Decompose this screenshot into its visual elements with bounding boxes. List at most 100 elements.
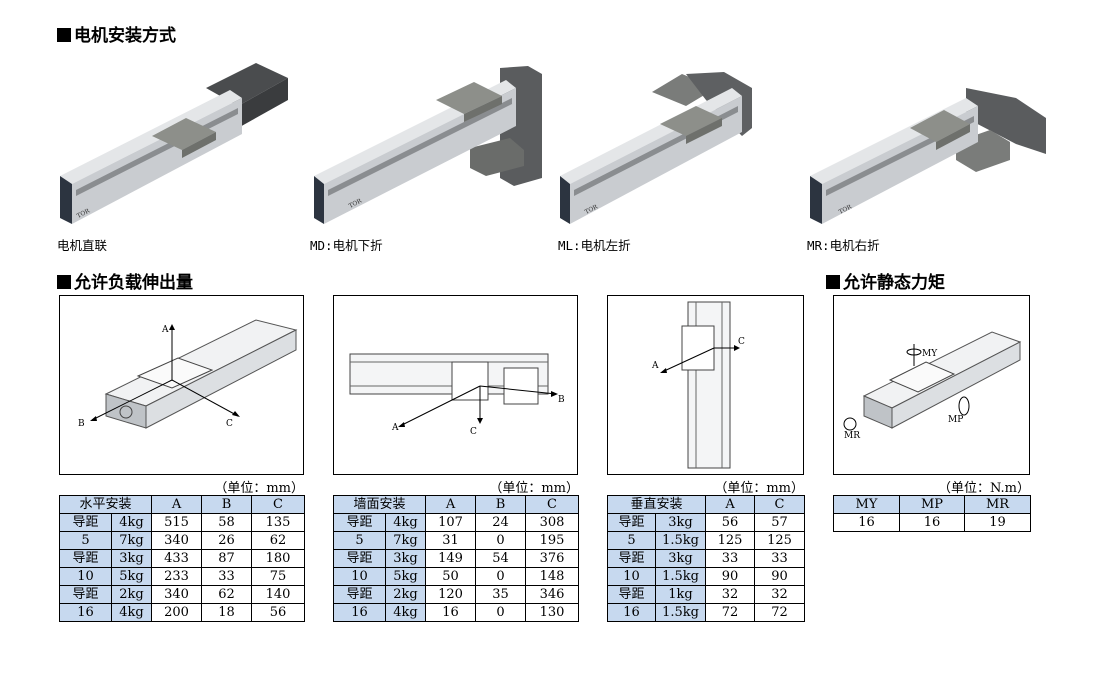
table-cell: 340 [151,585,203,604]
svg-text:C: C [738,337,745,347]
table-cell: 24 [475,513,527,532]
table-cell: 346 [525,585,580,604]
table-cell: 135 [251,513,306,532]
table-cell: 130 [525,603,580,622]
table-cell: 200 [151,603,203,622]
lead-label: 导距 [607,549,656,568]
lead-value: 16 [333,603,386,622]
table-header-cell: A [151,495,203,514]
table-header-cell: C [251,495,306,514]
load-cell: 1.5kg [654,531,707,550]
svg-text:A: A [651,361,659,371]
svg-text:B: B [78,419,85,429]
svg-text:MR: MR [844,431,860,441]
square-bullet-icon [826,275,840,289]
svg-text:MP: MP [948,415,963,425]
table-cell: 32 [754,585,806,604]
table-cell: 16 [425,603,477,622]
moment-diagram: MY MP MR [843,331,1022,441]
wall-mount-figure: A C B [333,295,578,475]
load-cell: 1kg [654,585,707,604]
lead-label: 导距 [59,513,112,532]
unit-label-horizontal: （单位：mm） [214,481,304,496]
svg-text:B: B [558,395,565,405]
lead-label: 导距 [59,549,112,568]
table-header-cell: B [475,495,527,514]
square-bullet-icon [57,28,71,42]
table-cell: 340 [151,531,203,550]
table-header-cell: MP [899,495,965,514]
table-cell: 90 [705,567,756,586]
wall-mount-diagram: A C B [349,353,565,437]
table-cell: 18 [201,603,253,622]
load-cell: 4kg [384,603,427,622]
table-cell: 19 [964,513,1031,532]
table-header-cell: B [201,495,253,514]
table-cell: 233 [151,567,203,586]
table-cell: 32 [705,585,756,604]
load-cell: 7kg [110,531,153,550]
lead-value: 16 [59,603,112,622]
table-cell: 90 [754,567,806,586]
motor-fold-left-icon: TOR [560,72,752,224]
table-cell: 75 [251,567,306,586]
table-cell: 33 [705,549,756,568]
table-cell: 72 [754,603,806,622]
moment-section-title: 允许静态力矩 [826,273,945,293]
table-cell: 125 [754,531,806,550]
load-cell: 4kg [110,603,153,622]
lead-label: 导距 [607,513,656,532]
table-row: 16 16 19 [833,513,1031,532]
table-cell: 515 [151,513,203,532]
horizontal-mount-diagram: A B C [78,319,298,429]
table-cell: 107 [425,513,477,532]
table-cell: 195 [525,531,580,550]
unit-label-vertical: （单位：mm） [714,481,804,496]
motor-fold-down-icon: TOR [314,66,542,224]
lead-value: 16 [607,603,656,622]
lead-value: 5 [607,531,656,550]
load-cell: 1.5kg [654,567,707,586]
table-header-row: 墙面安装 A B C [332,495,580,514]
lead-value: 10 [607,567,656,586]
table-cell: 16 [899,513,965,532]
lead-label: 导距 [333,513,386,532]
moment-figure: MY MP MR [833,295,1030,475]
square-bullet-icon [57,275,71,289]
table-cell: 433 [151,549,203,568]
load-cell: 3kg [654,549,707,568]
load-cell: 5kg [110,567,153,586]
mount-label-md: MD:电机下折 [310,238,383,253]
lead-value: 5 [333,531,386,550]
table-header-row: MY MP MR [833,495,1031,514]
lead-value: 10 [333,567,386,586]
vertical-mount-diagram: C A [651,301,745,469]
moment-table: MY MP MR 16 16 19 [833,495,1031,532]
motor-direct-icon: TOR [60,63,288,224]
table-cell: 62 [251,531,306,550]
load-cell: 2kg [110,585,153,604]
table-cell: 148 [525,567,580,586]
svg-text:C: C [470,427,477,437]
load-cell: 3kg [110,549,153,568]
table-header-cell: 墙面安装 [332,495,427,514]
svg-text:C: C [226,419,233,429]
unit-label-moment: （单位：N.m） [937,481,1030,496]
table-cell: 140 [251,585,306,604]
table-cell: 56 [251,603,306,622]
table-header-cell: A [425,495,477,514]
table-header-cell: A [705,495,756,514]
